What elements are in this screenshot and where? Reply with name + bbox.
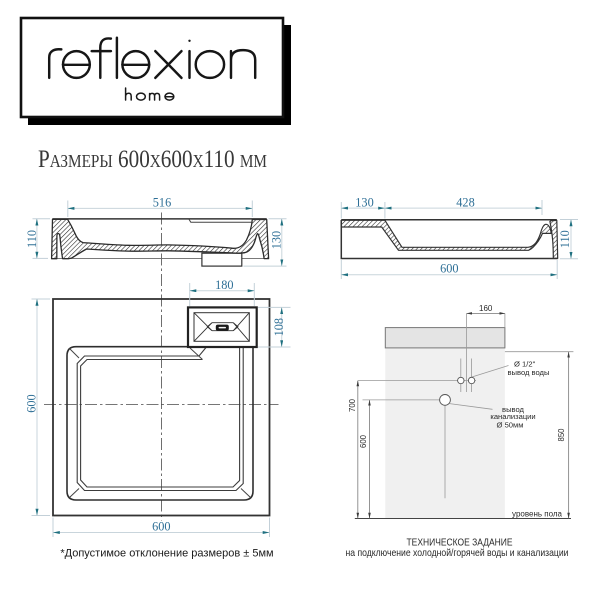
svg-text:Размеры 600х600х110 мм: Размеры 600х600х110 мм (38, 146, 267, 173)
svg-text:130: 130 (270, 231, 284, 249)
svg-text:канализации: канализации (490, 412, 535, 421)
svg-text:*Допустимое отклонение размеро: *Допустимое отклонение размеров ± 5мм (60, 547, 273, 559)
svg-text:600: 600 (440, 262, 458, 276)
svg-text:108: 108 (272, 318, 286, 336)
svg-text:130: 130 (355, 195, 373, 209)
svg-text:вывод воды: вывод воды (508, 368, 550, 377)
svg-text:516: 516 (153, 196, 171, 210)
svg-text:428: 428 (456, 195, 474, 209)
svg-text:110: 110 (25, 230, 39, 248)
svg-text:уровень пола: уровень пола (512, 509, 563, 518)
svg-text:600: 600 (359, 434, 368, 448)
svg-text:на подключение холодной/горяче: на подключение холодной/горячей воды и к… (346, 548, 569, 559)
svg-text:160: 160 (479, 304, 493, 313)
svg-text:Ø 50мм: Ø 50мм (497, 421, 524, 430)
svg-text:Ø 1/2": Ø 1/2" (514, 359, 536, 368)
svg-text:вывод: вывод (502, 405, 524, 414)
svg-text:600: 600 (152, 519, 170, 533)
svg-text:110: 110 (558, 230, 572, 248)
svg-text:ТЕХНИЧЕСКОЕ ЗАДАНИЕ: ТЕХНИЧЕСКОЕ ЗАДАНИЕ (407, 538, 513, 549)
svg-text:700: 700 (348, 398, 357, 412)
svg-text:600: 600 (25, 394, 39, 412)
svg-text:850: 850 (557, 428, 566, 442)
svg-text:180: 180 (215, 278, 233, 292)
